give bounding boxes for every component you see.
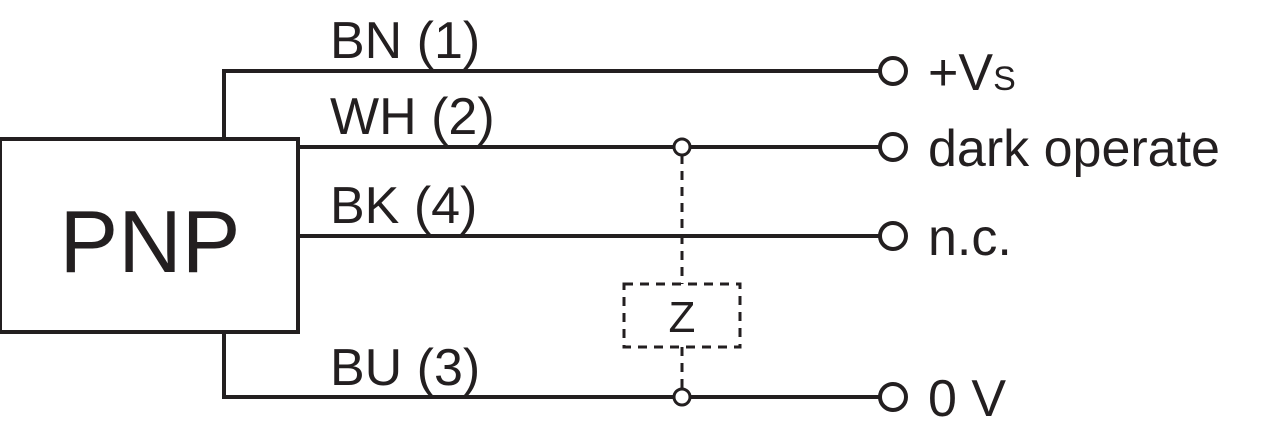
pnp-block-label: PNP [60, 192, 241, 291]
node-bu [672, 387, 692, 407]
load-z: Z [622, 155, 742, 389]
terminal-bk [878, 221, 908, 251]
load-label: Z [669, 293, 696, 342]
wire-bu-label: BU (3) [330, 339, 480, 397]
wire-bu: BU (3) 0 V [222, 332, 1006, 428]
node-wh [672, 137, 692, 157]
terminal-bu [878, 382, 908, 412]
pnp-block [0, 137, 300, 334]
terminal-bn-label: +VS [928, 44, 1016, 102]
terminal-bn [878, 56, 908, 86]
terminal-bk-label: n.c. [928, 209, 1012, 267]
load-box [622, 282, 742, 349]
wire-bn-label: BN (1) [330, 12, 480, 70]
wire-wh-label: WH (2) [330, 88, 495, 146]
wire-bk-label: BK (4) [330, 177, 477, 235]
terminal-wh-label: dark operate [928, 120, 1220, 178]
wire-bn: BN (1) +VS [222, 12, 1016, 139]
terminal-bu-label: 0 V [928, 370, 1006, 428]
wire-bu-line [222, 332, 880, 399]
wire-bk: BK (4) n.c. [298, 177, 1012, 267]
terminal-wh [878, 132, 908, 162]
wire-wh: WH (2) dark operate [298, 88, 1220, 178]
wire-bn-line [222, 69, 880, 139]
